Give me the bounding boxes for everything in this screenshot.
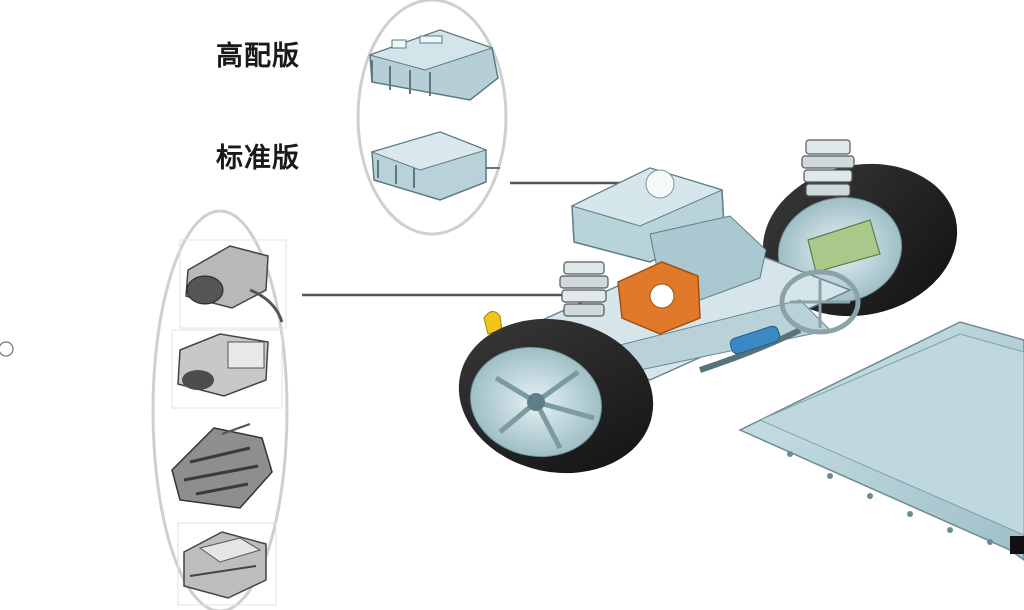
high-version-controller bbox=[368, 29, 499, 101]
rear-suspension-spring bbox=[801, 139, 855, 197]
side-circle-marker bbox=[0, 341, 14, 357]
front-wheel bbox=[458, 318, 654, 474]
steering-wheel bbox=[779, 269, 861, 335]
drive-unit-variant-2 bbox=[171, 329, 283, 409]
battery-pack bbox=[738, 321, 1024, 561]
yellow-cap bbox=[483, 311, 503, 335]
green-module bbox=[807, 219, 881, 273]
standard-version-controller bbox=[370, 131, 500, 201]
orange-mount-bore bbox=[649, 283, 675, 309]
standard-version-label: 标准版 bbox=[216, 143, 300, 174]
high-version-label: 高配版 bbox=[216, 41, 300, 72]
drive-unit-variant-4 bbox=[177, 522, 277, 606]
drive-unit-variants-ellipse bbox=[151, 209, 289, 610]
drive-unit-variant-3 bbox=[171, 423, 273, 509]
drive-unit-variant-1 bbox=[179, 239, 287, 329]
controller-variants-ellipse bbox=[356, 0, 508, 236]
front-suspension-spring bbox=[559, 261, 609, 317]
